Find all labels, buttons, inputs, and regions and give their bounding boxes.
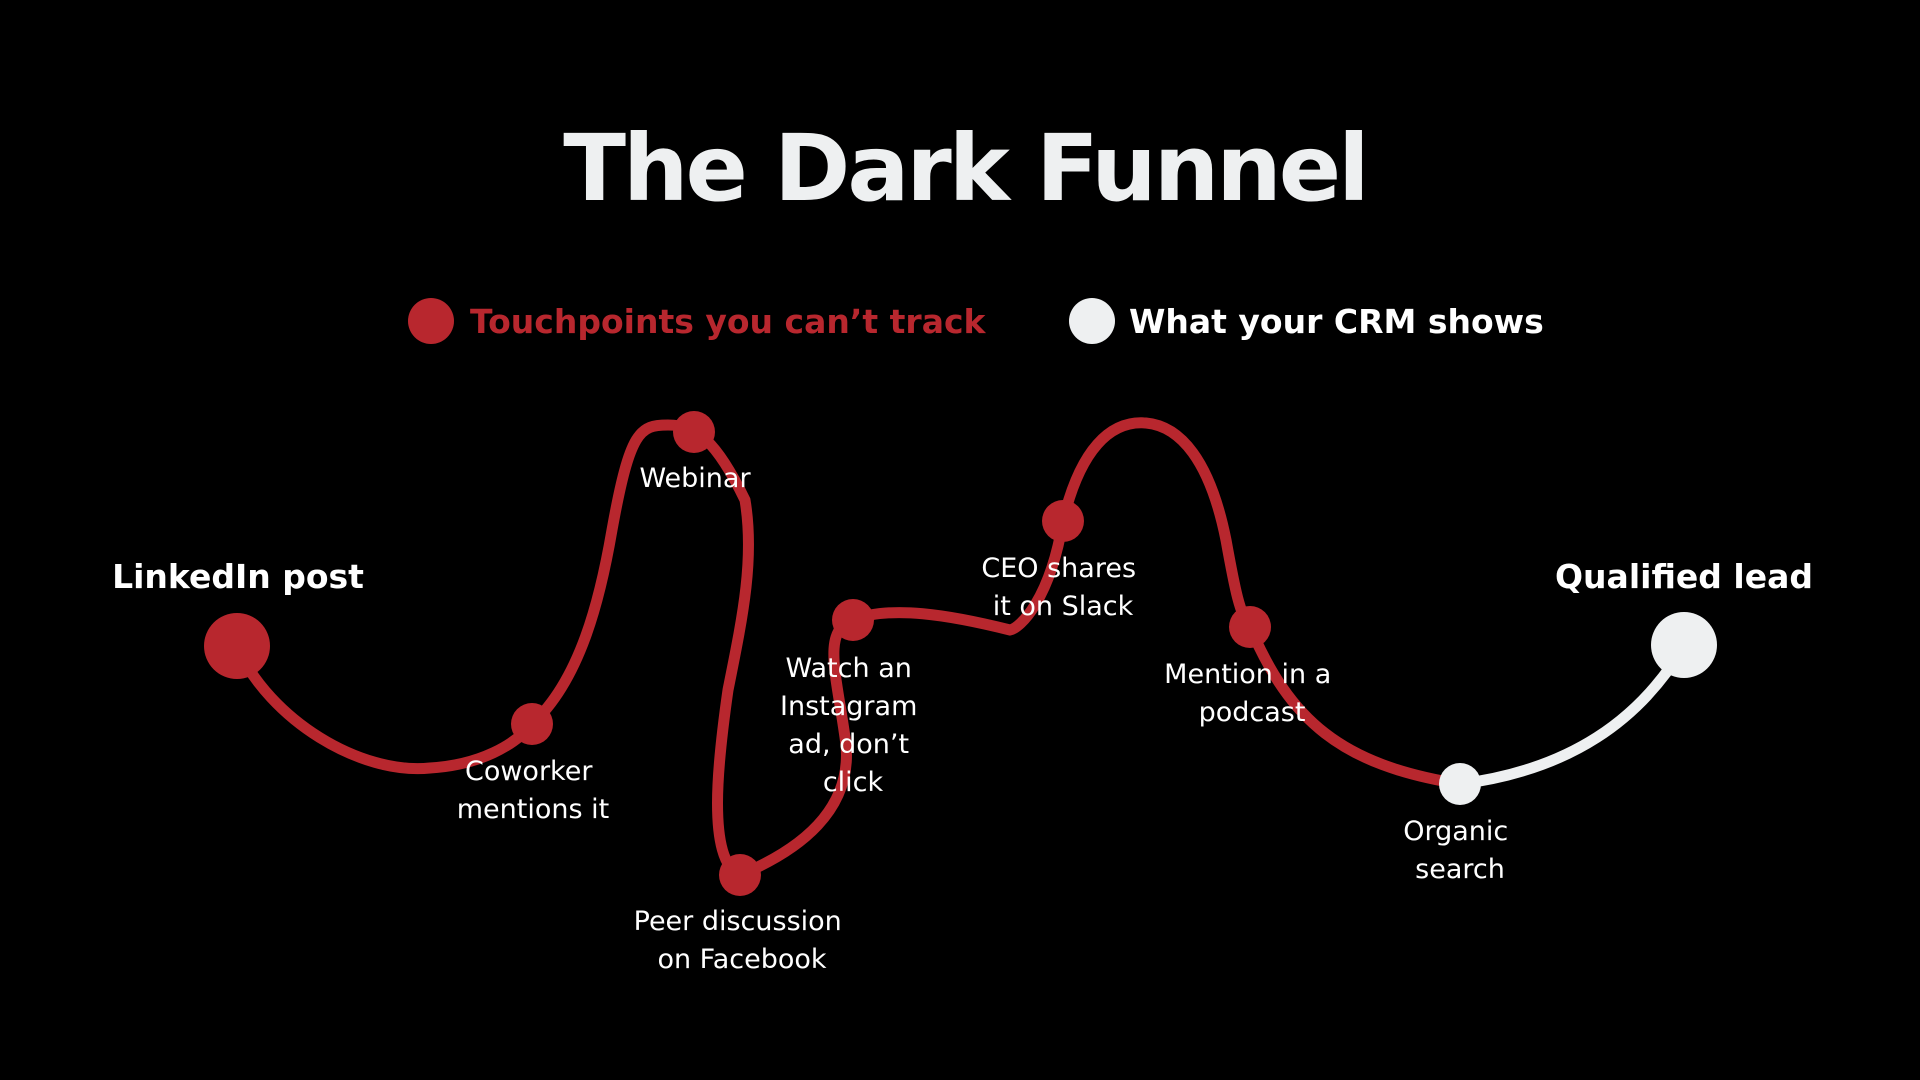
red-dot-icon (408, 298, 454, 344)
svg-text:Watch an Instagram: Watch an Instagram ad, don’t click (780, 653, 926, 798)
touchpoint-label-line: podcast (1199, 697, 1306, 728)
touchpoint-podcast: Mention in a podcast (1164, 606, 1340, 728)
touchpoint-label-line: Organic (1403, 816, 1508, 847)
touchpoint-label-line: click (823, 767, 884, 798)
touchpoint-dot-icon (1229, 606, 1271, 648)
touchpoint-dot-icon (673, 411, 715, 453)
legend-tracked-label: What your CRM shows (1129, 302, 1544, 341)
touchpoint-label-line: Coworker (465, 756, 593, 787)
touchpoint-instagram: Watch an Instagram ad, don’t click (780, 599, 926, 798)
legend: Touchpoints you can’t track What your CR… (408, 298, 1544, 344)
touchpoint-label-line: ad, don’t (788, 729, 909, 760)
touchpoint-dot-icon (832, 599, 874, 641)
touchpoint-label-line: it on Slack (993, 591, 1134, 622)
touchpoint-label-line: mentions it (457, 794, 609, 825)
svg-text:CEO shares it on Slack: CEO shares it on Slack (981, 553, 1144, 622)
start-label: LinkedIn post (112, 557, 364, 596)
touchpoint-label-line: Webinar (639, 463, 751, 494)
end-dot-icon (1651, 612, 1717, 678)
svg-text:Coworker mentions it: Coworker mentions it (457, 756, 609, 825)
touchpoint-label-line: search (1415, 854, 1505, 885)
tracked-path (1454, 640, 1690, 790)
touchpoint-label-line: CEO shares (981, 553, 1136, 584)
touchpoint-dot-icon (1439, 763, 1481, 805)
legend-untracked-label: Touchpoints you can’t track (470, 302, 987, 341)
touchpoint-label-line: Mention in a (1164, 659, 1331, 690)
end-node: Qualified lead (1555, 557, 1813, 678)
svg-text:Organic search: Organic search (1403, 816, 1517, 885)
svg-text:Peer discussion on Faceb: Peer discussion on Facebook (634, 906, 851, 975)
touchpoint-dot-icon (511, 703, 553, 745)
touchpoint-label-line: Instagram (780, 691, 917, 722)
touchpoint-organic: Organic search (1403, 763, 1517, 885)
touchpoint-dot-icon (1042, 500, 1084, 542)
start-node: LinkedIn post (112, 557, 364, 679)
touchpoint-label-line: Watch an (786, 653, 912, 684)
touchpoint-coworker: Coworker mentions it (457, 703, 609, 825)
svg-text:Mention in a podcast: Mention in a podcast (1164, 659, 1340, 728)
touchpoint-peer: Peer discussion on Facebook (634, 854, 851, 975)
touchpoint-ceo: CEO shares it on Slack (981, 500, 1144, 622)
white-dot-icon (1069, 298, 1115, 344)
untracked-path (231, 417, 1466, 881)
touchpoint-label-line: on Facebook (657, 944, 826, 975)
touchpoint-webinar: Webinar (639, 411, 751, 494)
svg-text:Webinar: Webinar (639, 463, 751, 494)
touchpoint-dot-icon (719, 854, 761, 896)
touchpoint-label-line: Peer discussion (634, 906, 842, 937)
start-dot-icon (204, 613, 270, 679)
end-label: Qualified lead (1555, 557, 1813, 596)
page-title: The Dark Funnel (563, 115, 1366, 222)
